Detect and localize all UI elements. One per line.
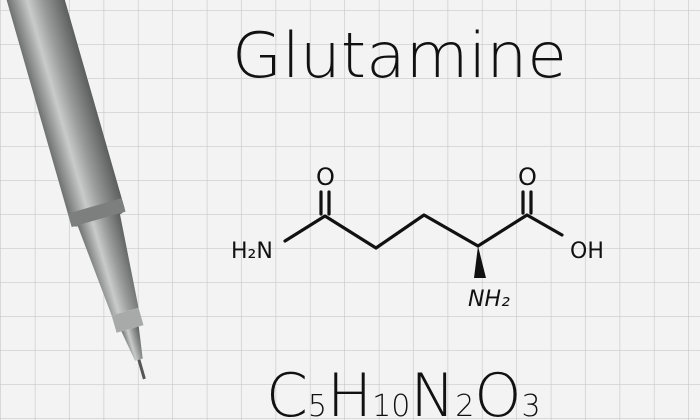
formula-n: N bbox=[410, 361, 455, 420]
formula-o-count: 3 bbox=[522, 389, 541, 420]
carbonyl-oxygen-right: O bbox=[518, 163, 537, 191]
hydroxyl-group-label: OH bbox=[570, 239, 604, 264]
skeletal-structure bbox=[283, 190, 564, 250]
formula-h-count: 10 bbox=[372, 389, 410, 420]
carbonyl-oxygen-left: O bbox=[316, 163, 335, 191]
stereo-wedge bbox=[474, 246, 486, 278]
formula-o: O bbox=[474, 361, 521, 420]
formula-c-count: 5 bbox=[308, 389, 327, 420]
title-text: Glutamine bbox=[232, 19, 567, 92]
pen-icon bbox=[4, 0, 146, 380]
molecular-formula: C5H10N2O3 bbox=[266, 361, 541, 420]
amide-group-label: H₂N bbox=[231, 239, 273, 264]
formula-n-count: 2 bbox=[455, 389, 474, 420]
amino-group-label: NH₂ bbox=[468, 287, 510, 312]
formula-h: H bbox=[327, 361, 372, 420]
formula-c: C bbox=[266, 361, 308, 420]
